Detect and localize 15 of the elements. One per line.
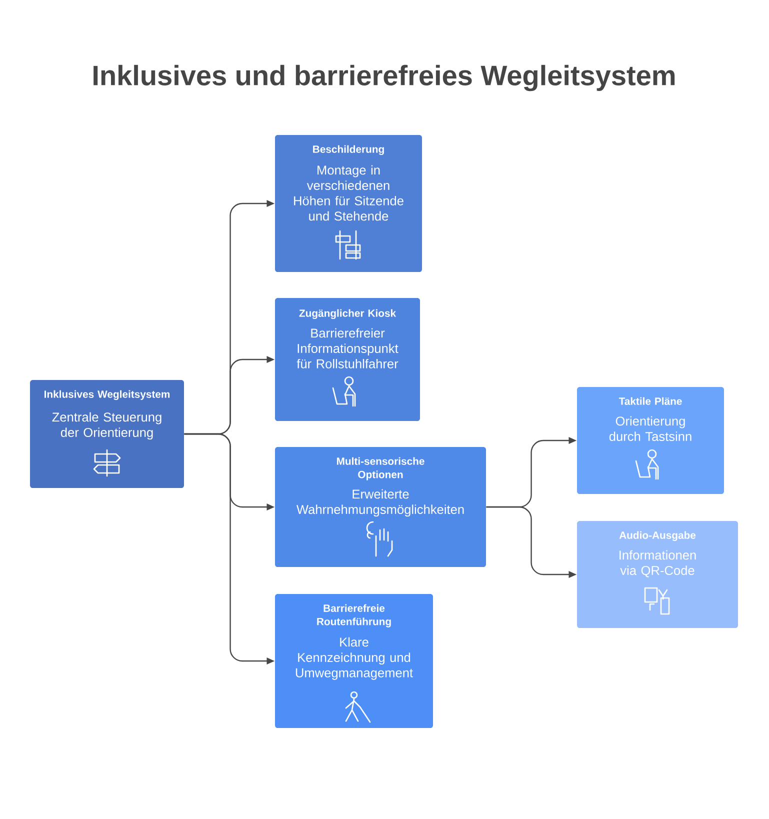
card-heading: Inklusives Wegleitsystem xyxy=(44,390,170,400)
card-heading: Taktile Pläne xyxy=(618,397,682,405)
card-text: Orientierung durch Tastsinn xyxy=(609,416,692,441)
card-heading: Multi-sensorische Optionen xyxy=(336,457,424,480)
title: Inklusives und barrierefreies Wegleitsystem xyxy=(94,64,675,92)
card-text: Barrierefreier Informationspunkt für Rollstuhlfahrer xyxy=(296,328,398,368)
card-text: Informationen via QR-Code xyxy=(620,550,696,578)
card-text: Zentrale Steuerung der Orientierung xyxy=(52,412,162,440)
card-text: Klare Kennzeichnung und Umwegmanagement xyxy=(296,637,413,680)
card-heading: Zugänglicher Kiosk xyxy=(299,309,396,319)
card-heading: Beschilderung xyxy=(313,145,384,155)
card-text: Montage in verschiedenen Höhen für Sitzende und Stehende xyxy=(294,165,404,221)
card-heading: Audio-Ausgabe xyxy=(619,531,696,541)
card-text: Erweiterte Wahrnehmungsmöglichkeiten xyxy=(296,489,464,517)
card-heading: Barrierefreie Routenführung xyxy=(317,604,391,628)
